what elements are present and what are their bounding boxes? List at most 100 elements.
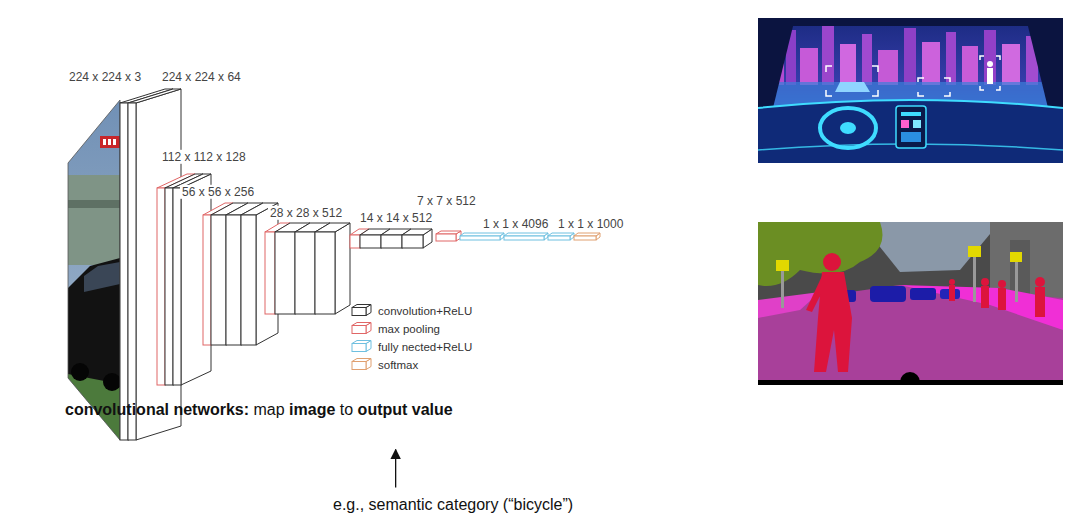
block-side (136, 89, 181, 440)
block-front (265, 232, 275, 314)
network-blocks (120, 89, 600, 440)
block-front (203, 215, 211, 345)
dashboard-illustration-part (962, 46, 978, 85)
layer-block (241, 203, 278, 345)
segmentation-illustration-part (949, 285, 955, 301)
dashboard-illustration-part (980, 56, 1000, 90)
layer-block (460, 233, 504, 240)
block-front (350, 235, 360, 248)
dashboard-illustration-part (826, 66, 878, 96)
layer-block (548, 233, 574, 240)
input-photo-part (60, 90, 130, 450)
dashboard-illustration-part (800, 48, 818, 85)
block-front (360, 235, 381, 248)
dashboard-illustration-part (862, 34, 872, 85)
dashboard-illustration-part (901, 120, 909, 128)
block-front (226, 215, 241, 345)
input-photo (60, 90, 130, 450)
block-front (460, 236, 500, 240)
dashboard-illustration-part (901, 132, 921, 142)
dashboard-illustration-part (878, 50, 898, 85)
dashboard-illustration-part (922, 42, 940, 85)
block-front (352, 308, 366, 316)
input-photo-part (108, 139, 111, 145)
block-front (241, 215, 256, 345)
dimension-label: 14 x 14 x 512 (358, 211, 434, 225)
dimension-label: 56 x 56 x 256 (180, 185, 256, 199)
dashboard-illustration (758, 18, 1063, 163)
block-front (120, 103, 128, 440)
dimension-label: 1 x 1 x 1000 (556, 217, 625, 231)
segmentation-illustration-part (758, 222, 1063, 385)
block-front (352, 362, 366, 370)
dashboard-illustration-part (918, 78, 950, 96)
input-photo-part (103, 373, 121, 391)
dimension-label: 7 x 7 x 512 (415, 194, 478, 208)
block-front (402, 235, 423, 248)
segmentation-illustration-part (981, 286, 989, 308)
block-front (381, 235, 402, 248)
segmentation-illustration-part (823, 253, 841, 271)
pointer-arrow (395, 450, 396, 488)
block-top (315, 223, 350, 232)
pointer-arrow (395, 450, 396, 488)
block-front (128, 103, 136, 440)
input-photo-part (103, 139, 106, 145)
legend-text: fully nected+ReLU (378, 340, 472, 352)
block-front (352, 344, 366, 352)
segmentation-illustration-part (998, 280, 1006, 288)
legend-row: max pooling (350, 321, 440, 336)
layer-block (504, 233, 548, 240)
summary-word: convolutional networks: (65, 400, 249, 419)
dimension-label: 224 x 224 x 64 (160, 70, 243, 84)
input-photo-part (84, 262, 120, 292)
dashboard-illustration-part (758, 18, 1063, 163)
summary-word: map (253, 400, 284, 419)
dashboard-illustration-part (840, 122, 856, 134)
dashboard-illustration-part (758, 100, 1063, 163)
block-front (436, 234, 456, 241)
legend-row: convolution+ReLU (350, 303, 472, 318)
dashboard-illustration-part (1026, 18, 1063, 112)
legend-swatch (350, 303, 374, 318)
dashboard-illustration-part (984, 30, 996, 85)
dashboard-illustration-part (835, 82, 870, 92)
block-top (402, 229, 432, 235)
input-photo-part (71, 363, 89, 381)
legend-swatch (350, 357, 374, 372)
dashboard-illustration-part (1002, 44, 1020, 85)
dimension-label: 224 x 224 x 3 (67, 70, 143, 84)
dashboard-illustration-part (820, 108, 876, 148)
block-front (157, 188, 165, 385)
summary-word: to (340, 400, 353, 419)
legend-swatch (350, 321, 374, 336)
input-photo-part (68, 258, 120, 384)
dashboard-illustration-part (822, 26, 834, 85)
segmentation-illustration-part (900, 372, 920, 385)
caption-note: e.g., semantic category (“bicycle”) (333, 495, 573, 514)
layer-block (128, 89, 181, 440)
segmentation-illustration-part (776, 260, 789, 271)
dashboard-illustration-part (896, 106, 926, 148)
segmentation-illustration-part (1035, 287, 1045, 317)
dimension-label: 28 x 28 x 512 (268, 206, 344, 220)
summary-word: output value (358, 400, 453, 419)
block-front (315, 232, 335, 314)
layer-block (574, 233, 600, 240)
dimension-label: 1 x 1 x 4096 (481, 217, 550, 231)
dashboard-illustration-part (987, 68, 993, 84)
block-front (295, 232, 315, 314)
legend-row: softmax (350, 357, 418, 372)
dashboard-illustration-part (840, 44, 856, 85)
dashboard-illustration-part (987, 61, 993, 67)
layer-block (402, 229, 432, 248)
legend-text: max pooling (378, 322, 440, 334)
segmentation-illustration-part (968, 246, 981, 257)
legend-row: fully nected+ReLU (350, 339, 472, 354)
input-photo-part (113, 139, 116, 145)
block-front (548, 236, 570, 240)
segmentation-illustration (758, 222, 1063, 385)
layer-block (173, 174, 211, 385)
legend-text: convolution+ReLU (378, 304, 472, 316)
